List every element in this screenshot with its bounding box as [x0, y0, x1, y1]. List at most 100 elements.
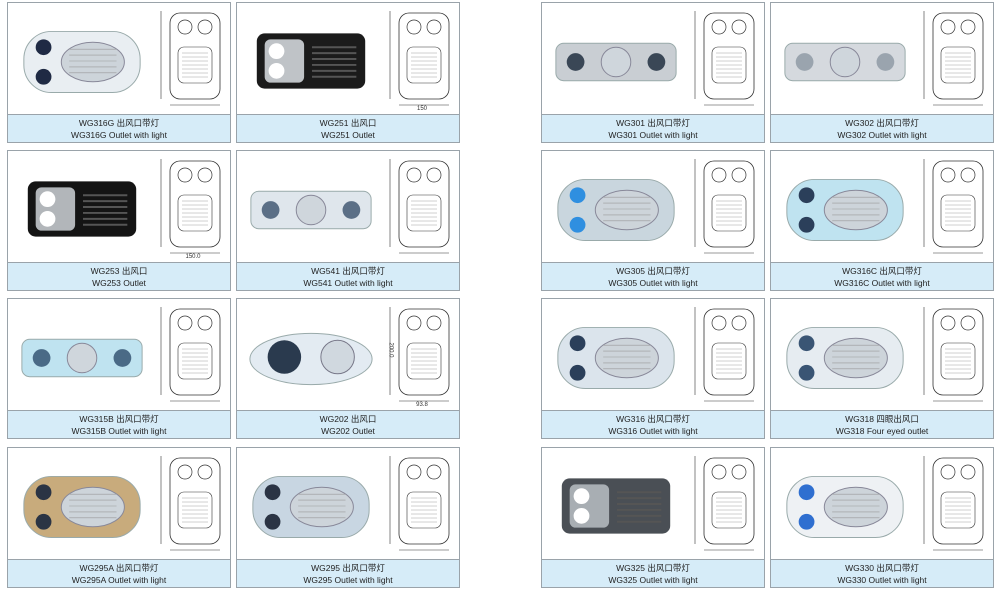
- product-card-wg541[interactable]: WG541 出风口带灯 WG541 Outlet with light: [236, 150, 460, 291]
- product-card-wg301[interactable]: WG301 出风口带灯 WG301 Outlet with light: [541, 2, 765, 143]
- technical-drawing: [158, 452, 228, 558]
- product-caption: WG295A 出风口带灯 WG295A Outlet with light: [8, 559, 230, 587]
- product-photo: [555, 42, 677, 82]
- product-card-wg295a[interactable]: WG295A 出风口带灯 WG295A Outlet with light: [7, 447, 231, 588]
- technical-drawing: [921, 303, 991, 409]
- caption-english: WG318 Four eyed outlet: [835, 426, 929, 436]
- product-caption: WG330 出风口带灯 WG330 Outlet with light: [771, 559, 993, 587]
- product-caption: WG302 出风口带灯 WG302 Outlet with light: [771, 114, 993, 142]
- caption-chinese: WG315B 出风口带灯: [79, 414, 159, 424]
- technical-drawing: [158, 7, 228, 113]
- product-caption: WG305 出风口带灯 WG305 Outlet with light: [542, 262, 764, 290]
- caption-chinese: WG253 出风口: [90, 266, 148, 276]
- caption-english: WG295 Outlet with light: [303, 575, 393, 585]
- product-card-wg316c[interactable]: WG316C 出风口带灯 WG316C Outlet with light: [770, 150, 994, 291]
- product-photo: [27, 181, 137, 237]
- product-photo: [786, 178, 904, 242]
- caption-chinese: WG295A 出风口带灯: [79, 563, 159, 573]
- product-photo: [561, 478, 671, 534]
- technical-drawing: [387, 452, 457, 558]
- technical-drawing: 150.0: [158, 155, 228, 261]
- product-photo: [786, 475, 904, 539]
- dimension-width: 150.0: [185, 254, 201, 260]
- dimension-width: 93.8: [416, 402, 428, 408]
- product-caption: WG541 出风口带灯 WG541 Outlet with light: [237, 262, 459, 290]
- caption-english: WG315B Outlet with light: [71, 426, 167, 436]
- product-photo: [23, 475, 141, 539]
- technical-drawing: [692, 303, 762, 409]
- product-card-wg295[interactable]: WG295 出风口带灯 WG295 Outlet with light: [236, 447, 460, 588]
- dimension-width: 150: [416, 106, 427, 112]
- product-card-wg325[interactable]: WG325 出风口带灯 WG325 Outlet with light: [541, 447, 765, 588]
- product-card-wg253[interactable]: 150.0 WG253 出风口 WG253 Outlet: [7, 150, 231, 291]
- caption-english: WG202 Outlet: [321, 426, 375, 436]
- technical-drawing: 150: [387, 7, 457, 113]
- product-card-wg251[interactable]: 150 WG251 出风口 WG251 Outlet: [236, 2, 460, 143]
- product-caption: WG316C 出风口带灯 WG316C Outlet with light: [771, 262, 993, 290]
- caption-chinese: WG295 出风口带灯: [311, 563, 385, 573]
- caption-chinese: WG202 出风口: [319, 414, 377, 424]
- product-photo: [557, 326, 675, 390]
- product-caption: WG316G 出风口带灯 WG316G Outlet with light: [8, 114, 230, 142]
- product-photo: [21, 338, 143, 378]
- technical-drawing: [692, 452, 762, 558]
- caption-chinese: WG325 出风口带灯: [616, 563, 690, 573]
- caption-english: WG302 Outlet with light: [837, 130, 927, 140]
- product-photo: [250, 190, 372, 230]
- dimension-height: 200.0: [387, 342, 394, 358]
- technical-drawing: [158, 303, 228, 409]
- product-card-wg318[interactable]: WG318 四眼出风口 WG318 Four eyed outlet: [770, 298, 994, 439]
- caption-chinese: WG305 出风口带灯: [616, 266, 690, 276]
- caption-english: WG316C Outlet with light: [834, 278, 930, 288]
- caption-english: WG305 Outlet with light: [608, 278, 698, 288]
- caption-chinese: WG302 出风口带灯: [845, 118, 919, 128]
- product-card-wg316[interactable]: WG316 出风口带灯 WG316 Outlet with light: [541, 298, 765, 439]
- product-caption: WG316 出风口带灯 WG316 Outlet with light: [542, 410, 764, 438]
- product-photo: [252, 475, 370, 539]
- technical-drawing: [921, 7, 991, 113]
- product-caption: WG295 出风口带灯 WG295 Outlet with light: [237, 559, 459, 587]
- caption-chinese: WG318 四眼出风口: [845, 414, 919, 424]
- technical-drawing: [921, 452, 991, 558]
- product-card-wg316g[interactable]: WG316G 出风口带灯 WG316G Outlet with light: [7, 2, 231, 143]
- product-caption: WG301 出风口带灯 WG301 Outlet with light: [542, 114, 764, 142]
- caption-english: WG295A Outlet with light: [71, 575, 167, 585]
- caption-english: WG253 Outlet: [92, 278, 146, 288]
- product-photo: [786, 326, 904, 390]
- product-card-wg315b[interactable]: WG315B 出风口带灯 WG315B Outlet with light: [7, 298, 231, 439]
- product-caption: WG251 出风口 WG251 Outlet: [237, 114, 459, 142]
- technical-drawing: [387, 155, 457, 261]
- caption-english: WG541 Outlet with light: [303, 278, 393, 288]
- caption-chinese: WG316C 出风口带灯: [842, 266, 922, 276]
- product-card-wg330[interactable]: WG330 出风口带灯 WG330 Outlet with light: [770, 447, 994, 588]
- product-photo: [23, 30, 141, 94]
- technical-drawing: 200.0 93.8: [387, 303, 457, 409]
- product-card-wg305[interactable]: WG305 出风口带灯 WG305 Outlet with light: [541, 150, 765, 291]
- product-photo: [249, 332, 373, 386]
- product-caption: WG202 出风口 WG202 Outlet: [237, 410, 459, 438]
- caption-english: WG251 Outlet: [321, 130, 375, 140]
- product-photo: [784, 42, 906, 82]
- product-caption: WG318 四眼出风口 WG318 Four eyed outlet: [771, 410, 993, 438]
- technical-drawing: [692, 155, 762, 261]
- caption-english: WG330 Outlet with light: [837, 575, 927, 585]
- caption-english: WG301 Outlet with light: [608, 130, 698, 140]
- caption-chinese: WG316G 出风口带灯: [78, 118, 160, 128]
- product-card-wg202[interactable]: 200.0 93.8 WG202 出风口 WG202 Outlet: [236, 298, 460, 439]
- technical-drawing: [692, 7, 762, 113]
- caption-chinese: WG330 出风口带灯: [845, 563, 919, 573]
- caption-chinese: WG316 出风口带灯: [616, 414, 690, 424]
- product-caption: WG325 出风口带灯 WG325 Outlet with light: [542, 559, 764, 587]
- caption-chinese: WG251 出风口: [319, 118, 377, 128]
- caption-chinese: WG301 出风口带灯: [616, 118, 690, 128]
- product-photo: [557, 178, 675, 242]
- caption-english: WG316G Outlet with light: [71, 130, 167, 140]
- technical-drawing: [921, 155, 991, 261]
- product-caption: WG253 出风口 WG253 Outlet: [8, 262, 230, 290]
- product-caption: WG315B 出风口带灯 WG315B Outlet with light: [8, 410, 230, 438]
- caption-english: WG316 Outlet with light: [608, 426, 698, 436]
- product-card-wg302[interactable]: WG302 出风口带灯 WG302 Outlet with light: [770, 2, 994, 143]
- caption-chinese: WG541 出风口带灯: [311, 266, 385, 276]
- caption-english: WG325 Outlet with light: [608, 575, 698, 585]
- product-photo: [256, 33, 366, 89]
